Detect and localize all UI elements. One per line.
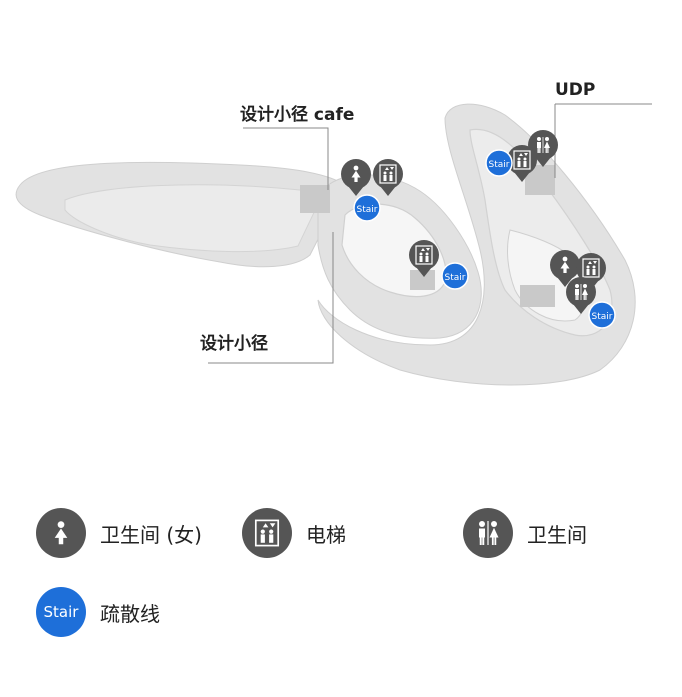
map-marker-restroom[interactable] bbox=[566, 277, 596, 314]
stair-marker-label: Stair bbox=[445, 273, 466, 283]
stair-marker-label: Stair bbox=[592, 312, 613, 322]
map-marker-elevator[interactable] bbox=[409, 240, 439, 277]
legend-item-elevator: 电梯 bbox=[242, 508, 346, 558]
legend-label-female-restroom: 卫生间 (女) bbox=[100, 522, 202, 547]
legend-item-stair: Stair 疏散线 bbox=[36, 587, 160, 637]
stair-icon: Stair bbox=[36, 587, 86, 637]
elevator-icon bbox=[242, 508, 292, 558]
map-marker-stair[interactable]: Stair bbox=[353, 194, 381, 222]
stair-marker-label: Stair bbox=[357, 205, 378, 215]
legend-item-restroom: 卫生间 bbox=[463, 508, 587, 558]
map-marker-restroom[interactable] bbox=[528, 130, 558, 167]
legend-label-elevator: 电梯 bbox=[306, 522, 346, 547]
legend-label-stair: 疏散线 bbox=[100, 601, 160, 626]
map-marker-female-restroom[interactable] bbox=[550, 250, 580, 287]
floor-map: Stair Stair Stair Stair bbox=[15, 103, 652, 386]
map-marker-female-restroom[interactable] bbox=[341, 159, 371, 196]
map-marker-stair[interactable]: Stair bbox=[441, 262, 469, 290]
label-design-path-cafe: 设计小径 cafe bbox=[240, 105, 355, 125]
label-udp: UDP bbox=[555, 80, 596, 100]
female-restroom-icon bbox=[36, 508, 86, 558]
map-marker-stair[interactable]: Stair bbox=[588, 301, 616, 329]
map-marker-elevator[interactable] bbox=[373, 159, 403, 196]
map-marker-elevator[interactable] bbox=[507, 145, 537, 182]
legend-label-restroom: 卫生间 bbox=[527, 522, 587, 547]
callout-lines bbox=[208, 103, 652, 364]
legend-item-female-restroom: 卫生间 (女) bbox=[36, 508, 202, 558]
restroom-icon bbox=[463, 508, 513, 558]
map-marker-stair[interactable]: Stair bbox=[485, 149, 513, 177]
label-design-path: 设计小径 bbox=[200, 334, 268, 354]
stair-marker-label: Stair bbox=[489, 160, 510, 170]
stair-icon-text: Stair bbox=[43, 603, 79, 621]
